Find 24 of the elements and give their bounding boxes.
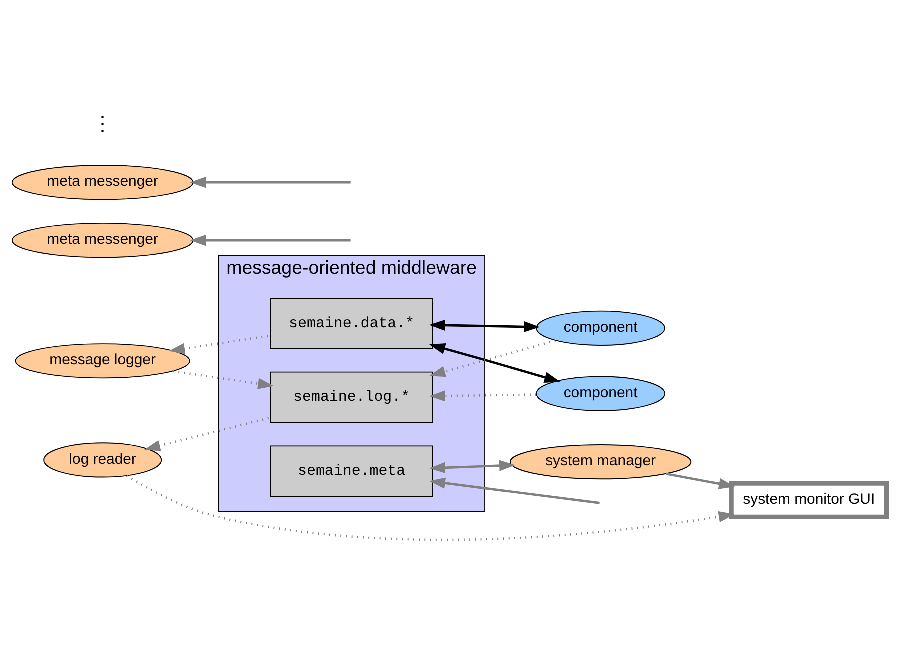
node-ellipse: system manager (510, 444, 692, 480)
node-box: semaine.meta (270, 446, 434, 498)
node-box: semaine.data.* (270, 298, 434, 350)
node-ellipse: component (536, 310, 666, 346)
node-box: semaine.log.* (270, 372, 434, 424)
arrow (173, 370, 274, 390)
node-ellipse: meta messenger (12, 223, 194, 258)
arrow (666, 472, 736, 490)
label: ⋮ (92, 112, 114, 136)
node-ellipse: log reader (44, 442, 162, 478)
node-ellipse: meta messenger (12, 165, 194, 200)
arrow (429, 460, 516, 474)
arrow (430, 340, 556, 378)
arrow (429, 478, 600, 504)
node-ellipse: component (536, 376, 666, 412)
arrow (429, 320, 540, 333)
arrow (190, 177, 351, 188)
arrow (144, 416, 272, 452)
node-box: system monitor GUI (729, 481, 890, 520)
arrow (429, 390, 536, 402)
arrow (190, 234, 351, 246)
arrow (126, 474, 735, 542)
arrow (169, 334, 271, 354)
arrow (430, 344, 560, 383)
